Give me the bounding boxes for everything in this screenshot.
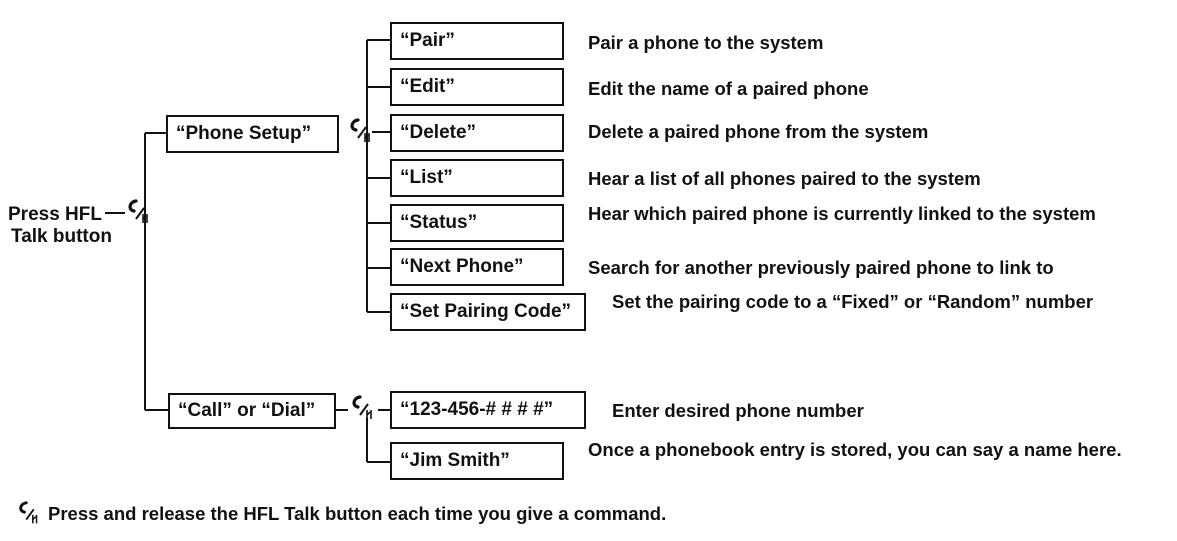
command-box-next-phone: “Next Phone” — [390, 248, 564, 286]
command-box-jim-smith: “Jim Smith” — [390, 442, 564, 480]
description-set-pairing-code: Set the pairing code to a “Fixed” or “Ra… — [612, 291, 1094, 312]
description-status: Hear which paired phone is currently lin… — [588, 203, 1096, 224]
description-pair: Pair a phone to the system — [588, 32, 824, 53]
footer-text: Press and release the HFL Talk button ea… — [48, 503, 667, 524]
hfl-talk-icon — [352, 395, 372, 419]
command-box-status: “Status” — [390, 204, 564, 242]
command-box-list: “List” — [390, 159, 564, 197]
description-jim-smith: Once a phonebook entry is stored, you ca… — [588, 439, 1122, 460]
command-label: “Status” — [400, 212, 478, 233]
command-label: “Edit” — [400, 76, 455, 97]
phone-setup-box: “Phone Setup” — [166, 115, 339, 153]
start-label: Press HFL Talk button — [8, 204, 112, 248]
command-label: “Pair” — [400, 30, 455, 51]
command-label: “List” — [400, 167, 453, 188]
command-box-edit: “Edit” — [390, 68, 564, 106]
command-box-set-pairing-code: “Set Pairing Code” — [390, 293, 586, 331]
call-or-dial-label: “Call” or “Dial” — [178, 400, 316, 421]
command-label: “123-456-# # # #” — [400, 399, 554, 420]
command-box-pair: “Pair” — [390, 22, 564, 60]
command-label: “Next Phone” — [400, 256, 524, 277]
description-edit: Edit the name of a paired phone — [588, 78, 869, 99]
command-label: “Delete” — [400, 122, 477, 143]
call-or-dial-box: “Call” or “Dial” — [168, 393, 336, 429]
hfl-talk-icon — [128, 199, 148, 223]
hfl-talk-icon — [19, 501, 38, 524]
description-next-phone: Search for another previously paired pho… — [588, 257, 1054, 278]
start-label-line2: Talk button — [11, 226, 112, 247]
description-phone-number: Enter desired phone number — [612, 400, 864, 421]
hfl-talk-icon — [350, 118, 370, 142]
description-delete: Delete a paired phone from the system — [588, 121, 929, 142]
command-box-phone-number: “123-456-# # # #” — [390, 391, 586, 429]
command-label: “Jim Smith” — [400, 450, 510, 471]
start-label-line1: Press HFL — [8, 204, 102, 225]
command-label: “Set Pairing Code” — [400, 301, 572, 322]
command-box-delete: “Delete” — [390, 114, 564, 152]
phone-setup-label: “Phone Setup” — [176, 123, 312, 144]
description-list: Hear a list of all phones paired to the … — [588, 168, 981, 189]
footer-note: Press and release the HFL Talk button ea… — [16, 500, 666, 528]
